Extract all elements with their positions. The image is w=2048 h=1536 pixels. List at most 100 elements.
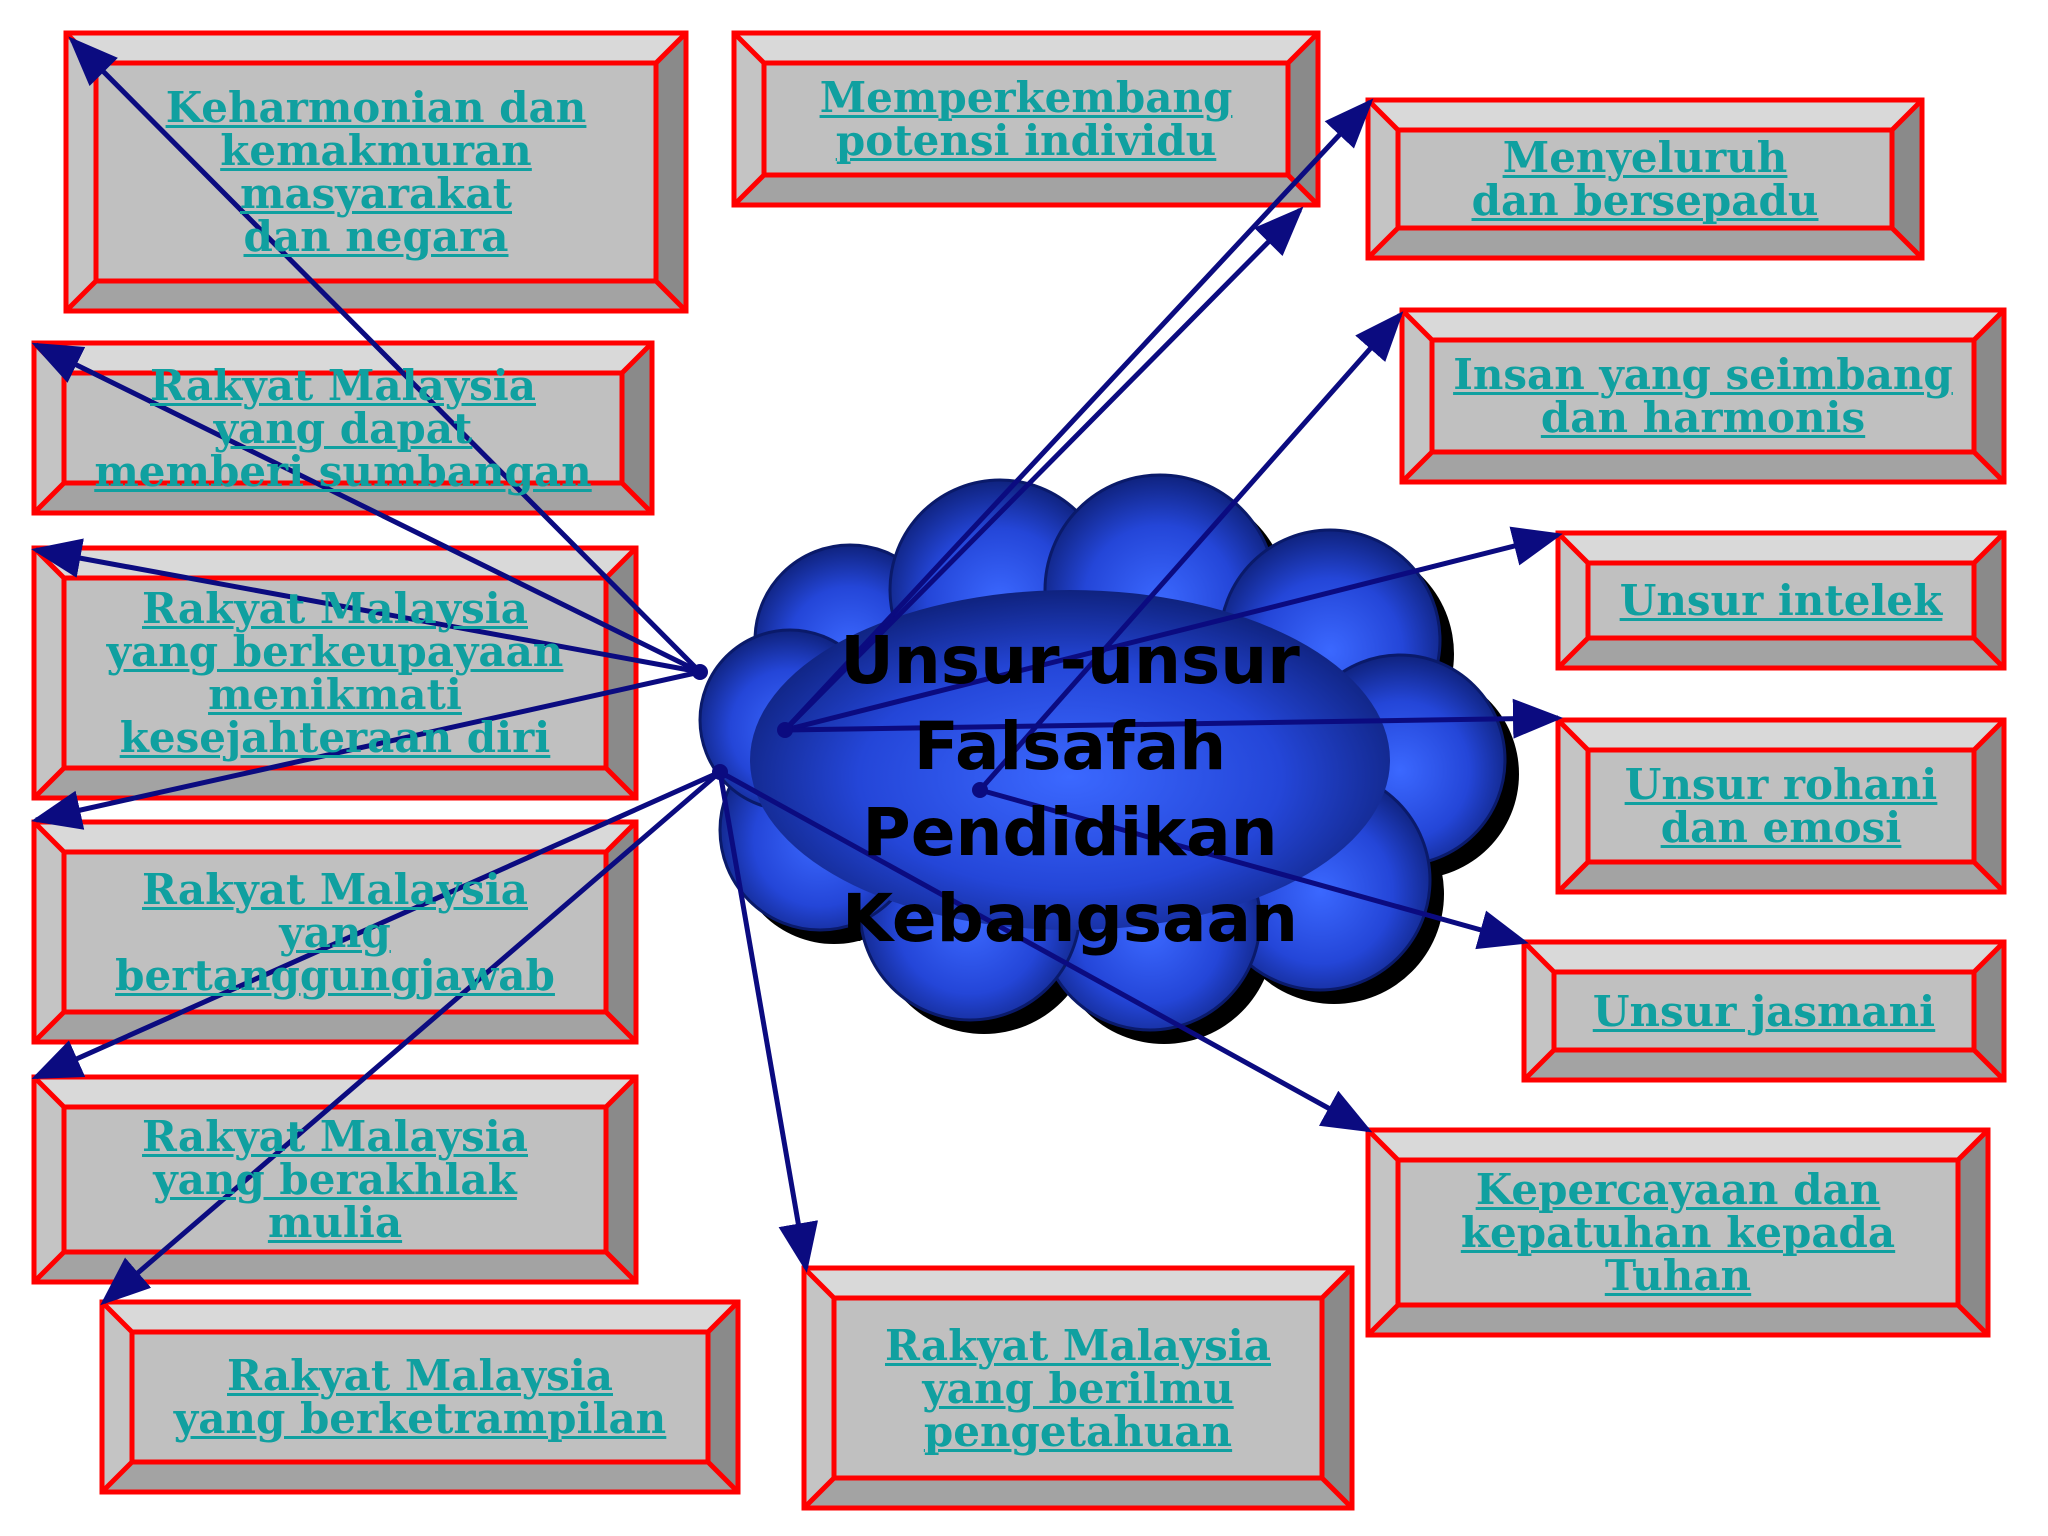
box-bevel xyxy=(1368,1305,1988,1335)
label-memperkembang[interactable]: Memperkembang potensi individu xyxy=(768,63,1284,175)
box-bevel xyxy=(1402,310,2004,340)
link-berilmu[interactable]: Rakyat Malaysia yang berilmu pengetahuan xyxy=(885,1320,1271,1456)
box-bevel xyxy=(34,768,636,798)
box-corner xyxy=(802,1476,836,1510)
box-border xyxy=(31,819,639,1045)
box-corner xyxy=(1972,450,2006,484)
link-kepercayaan[interactable]: Kepercayaan dan kepatuhan kepada Tuhan xyxy=(1460,1165,1896,1300)
box-berketrampilan[interactable] xyxy=(99,1299,741,1495)
label-keharmonian[interactable]: Keharmonian dan kemakmuran masyarakat da… xyxy=(100,63,652,281)
box-rohani[interactable] xyxy=(1555,717,2007,895)
box-border xyxy=(1365,97,1925,261)
link-keharmonian[interactable]: Keharmonian dan kemakmuran masyarakat da… xyxy=(165,83,587,261)
label-sumbangan[interactable]: Rakyat Malaysia yang dapat memberi sumba… xyxy=(68,364,618,493)
box-bevel xyxy=(34,1252,636,1282)
box-bevel xyxy=(1288,33,1318,205)
connector-arrow xyxy=(784,526,1563,733)
box-bevel xyxy=(1958,1130,1988,1335)
box-border xyxy=(1399,307,2007,485)
box-bevel xyxy=(102,1302,738,1332)
box-bevel xyxy=(734,33,1318,63)
box-bevel xyxy=(102,1302,132,1492)
label-insan[interactable]: Insan yang seimbang dan harmonis xyxy=(1436,340,1970,452)
box-corner xyxy=(1366,226,1400,260)
box-bevel xyxy=(622,343,652,513)
box-bevel xyxy=(656,33,686,311)
label-jasmani[interactable]: Unsur jasmani xyxy=(1558,972,1970,1050)
box-bevel xyxy=(1974,533,2004,668)
box-corner xyxy=(1286,31,1320,65)
link-sumbangan[interactable]: Rakyat Malaysia yang dapat memberi sumba… xyxy=(94,360,592,496)
boxes-layer xyxy=(31,30,2007,1511)
box-bevel xyxy=(1892,100,1922,258)
box-bevel xyxy=(1402,310,1432,482)
cloud-body xyxy=(698,473,1507,1032)
label-berilmu[interactable]: Rakyat Malaysia yang berilmu pengetahuan xyxy=(838,1298,1318,1478)
box-face xyxy=(61,370,625,486)
box-corner xyxy=(32,1010,66,1044)
box-bevel xyxy=(1558,720,2004,750)
box-berkeupayaan[interactable] xyxy=(31,545,639,801)
box-bevel xyxy=(66,281,686,311)
box-bevel xyxy=(606,822,636,1042)
box-bevel xyxy=(1402,452,2004,482)
box-border xyxy=(31,340,655,516)
label-berkeupayaan[interactable]: Rakyat Malaysia yang berkeupayaan menikm… xyxy=(68,578,602,768)
box-bevel xyxy=(1558,533,1588,668)
link-berkeupayaan[interactable]: Rakyat Malaysia yang berkeupayaan menikm… xyxy=(106,584,564,762)
link-berakhlak[interactable]: Rakyat Malaysia yang berakhlak mulia xyxy=(142,1112,528,1247)
link-memperkembang[interactable]: Memperkembang potensi individu xyxy=(819,73,1233,165)
box-face xyxy=(1395,1157,1961,1308)
label-rohani[interactable]: Unsur rohani dan emosi xyxy=(1592,750,1970,862)
box-bertanggungjawab[interactable] xyxy=(31,819,639,1045)
link-bertanggungjawab[interactable]: Rakyat Malaysia yang bertanggungjawab xyxy=(115,864,555,1000)
box-bevel xyxy=(1524,942,2004,972)
label-berketrampilan[interactable]: Rakyat Malaysia yang berketrampilan xyxy=(136,1332,704,1462)
link-intelek[interactable]: Unsur intelek xyxy=(1619,576,1943,625)
link-menyeluruh[interactable]: Menyeluruh dan bersepadu xyxy=(1471,133,1819,225)
box-corner xyxy=(604,766,638,800)
box-insan[interactable] xyxy=(1399,307,2007,485)
label-kepercayaan[interactable]: Kepercayaan dan kepatuhan kepada Tuhan xyxy=(1402,1160,1954,1305)
box-corner xyxy=(1522,940,1556,974)
arrow-origin-dot xyxy=(712,764,728,780)
box-bevel xyxy=(34,822,64,1042)
box-corner xyxy=(1556,636,1590,670)
label-intelek[interactable]: Unsur intelek xyxy=(1592,563,1970,638)
box-berilmu[interactable] xyxy=(801,1265,1355,1511)
box-berakhlak[interactable] xyxy=(31,1074,639,1285)
box-jasmani[interactable] xyxy=(1521,939,2007,1083)
box-border xyxy=(31,1074,639,1285)
label-berakhlak[interactable]: Rakyat Malaysia yang berakhlak mulia xyxy=(68,1107,602,1252)
connector-arrow xyxy=(31,669,701,830)
arrow-origin-dot xyxy=(777,722,793,738)
box-sumbangan[interactable] xyxy=(31,340,655,516)
connector-arrow xyxy=(31,538,701,675)
box-menyeluruh[interactable] xyxy=(1365,97,1925,261)
connector-arrow xyxy=(68,36,702,674)
box-corner xyxy=(620,341,654,375)
box-memperkembang[interactable] xyxy=(731,30,1321,208)
link-jasmani[interactable]: Unsur jasmani xyxy=(1592,986,1936,1036)
box-corner xyxy=(1956,1128,1990,1162)
box-bevel xyxy=(34,548,636,578)
box-corner xyxy=(1320,1266,1354,1300)
box-corner xyxy=(620,481,654,515)
link-rohani[interactable]: Unsur rohani dan emosi xyxy=(1624,760,1938,852)
arrows-layer xyxy=(31,36,1563,1306)
box-face xyxy=(61,575,609,771)
box-intelek[interactable] xyxy=(1555,530,2007,671)
box-corner xyxy=(1522,1048,1556,1082)
link-insan[interactable]: Insan yang seimbang dan harmonis xyxy=(1453,350,1953,442)
box-kepercayaan[interactable] xyxy=(1365,1127,1991,1338)
box-face xyxy=(129,1329,711,1465)
label-menyeluruh[interactable]: Menyeluruh dan bersepadu xyxy=(1402,130,1888,228)
box-corner xyxy=(1366,1128,1400,1162)
link-berketrampilan[interactable]: Rakyat Malaysia yang berketrampilan xyxy=(173,1351,667,1443)
box-corner xyxy=(1972,940,2006,974)
box-corner xyxy=(100,1300,134,1334)
box-bevel xyxy=(1368,1130,1988,1160)
box-bevel xyxy=(34,343,652,373)
label-bertanggungjawab[interactable]: Rakyat Malaysia yang bertanggungjawab xyxy=(68,852,602,1012)
box-corner xyxy=(1400,308,1434,342)
